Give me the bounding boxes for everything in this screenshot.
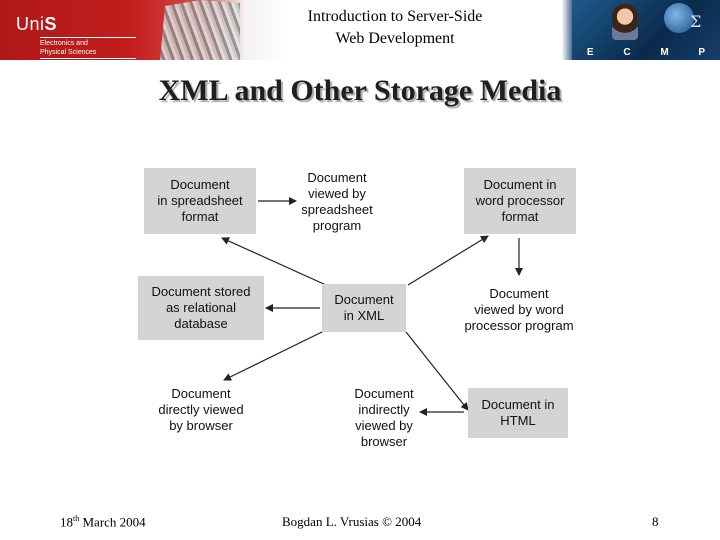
ecmp-letter: P: [698, 46, 706, 58]
node-browser-indirect: Document indirectly viewed by browser: [354, 386, 414, 449]
ecmp-letter: C: [623, 46, 631, 58]
node-word-format: Document in word processor format: [464, 168, 576, 234]
node-html: Document in HTML: [468, 388, 568, 438]
footer-author: Bogdan L. Vrusias © 2004: [282, 514, 422, 529]
arrow-xml-to-html: [405, 331, 469, 411]
slide-title: XML and Other Storage Media: [158, 74, 562, 107]
globe-icon: [664, 3, 694, 33]
footer-date: 18th March 2004: [60, 514, 146, 530]
course-title: Introduction to Server-Side Web Developm…: [307, 8, 483, 47]
unis-logo: UniS Electronics and Physical Sciences: [6, 6, 136, 59]
logo-wordmark: UniS: [16, 14, 58, 34]
ecmp-banner: Σ E C M P: [572, 0, 720, 60]
arrow-xml-to-browser: [223, 329, 327, 381]
slide-header: UniS Electronics and Physical Sciences I…: [0, 0, 720, 60]
node-browser-direct: Document directly viewed by browser: [158, 386, 244, 433]
arrow-xml-to-spreadsheet: [221, 237, 327, 286]
sigma-icon: Σ: [690, 12, 702, 31]
node-spreadsheet-view: Document viewed by spreadsheet program: [301, 170, 373, 233]
arrow-xml-to-word: [407, 235, 489, 286]
ecmp-letter: M: [660, 46, 669, 58]
node-word-view: Document viewed by word processor progra…: [464, 286, 574, 333]
logo-department: Electronics and Physical Sciences: [40, 37, 136, 59]
ecmp-letter: E: [586, 46, 594, 58]
node-spreadsheet-format: Document in spreadsheet format: [144, 168, 256, 234]
node-xml: Document in XML: [322, 284, 406, 332]
page-number: 8: [652, 514, 659, 529]
person-image: [612, 4, 638, 40]
ecmp-letters: E C M P: [572, 44, 720, 60]
building-image: [160, 0, 240, 60]
node-relational-database: Document stored as relational database: [138, 276, 264, 340]
